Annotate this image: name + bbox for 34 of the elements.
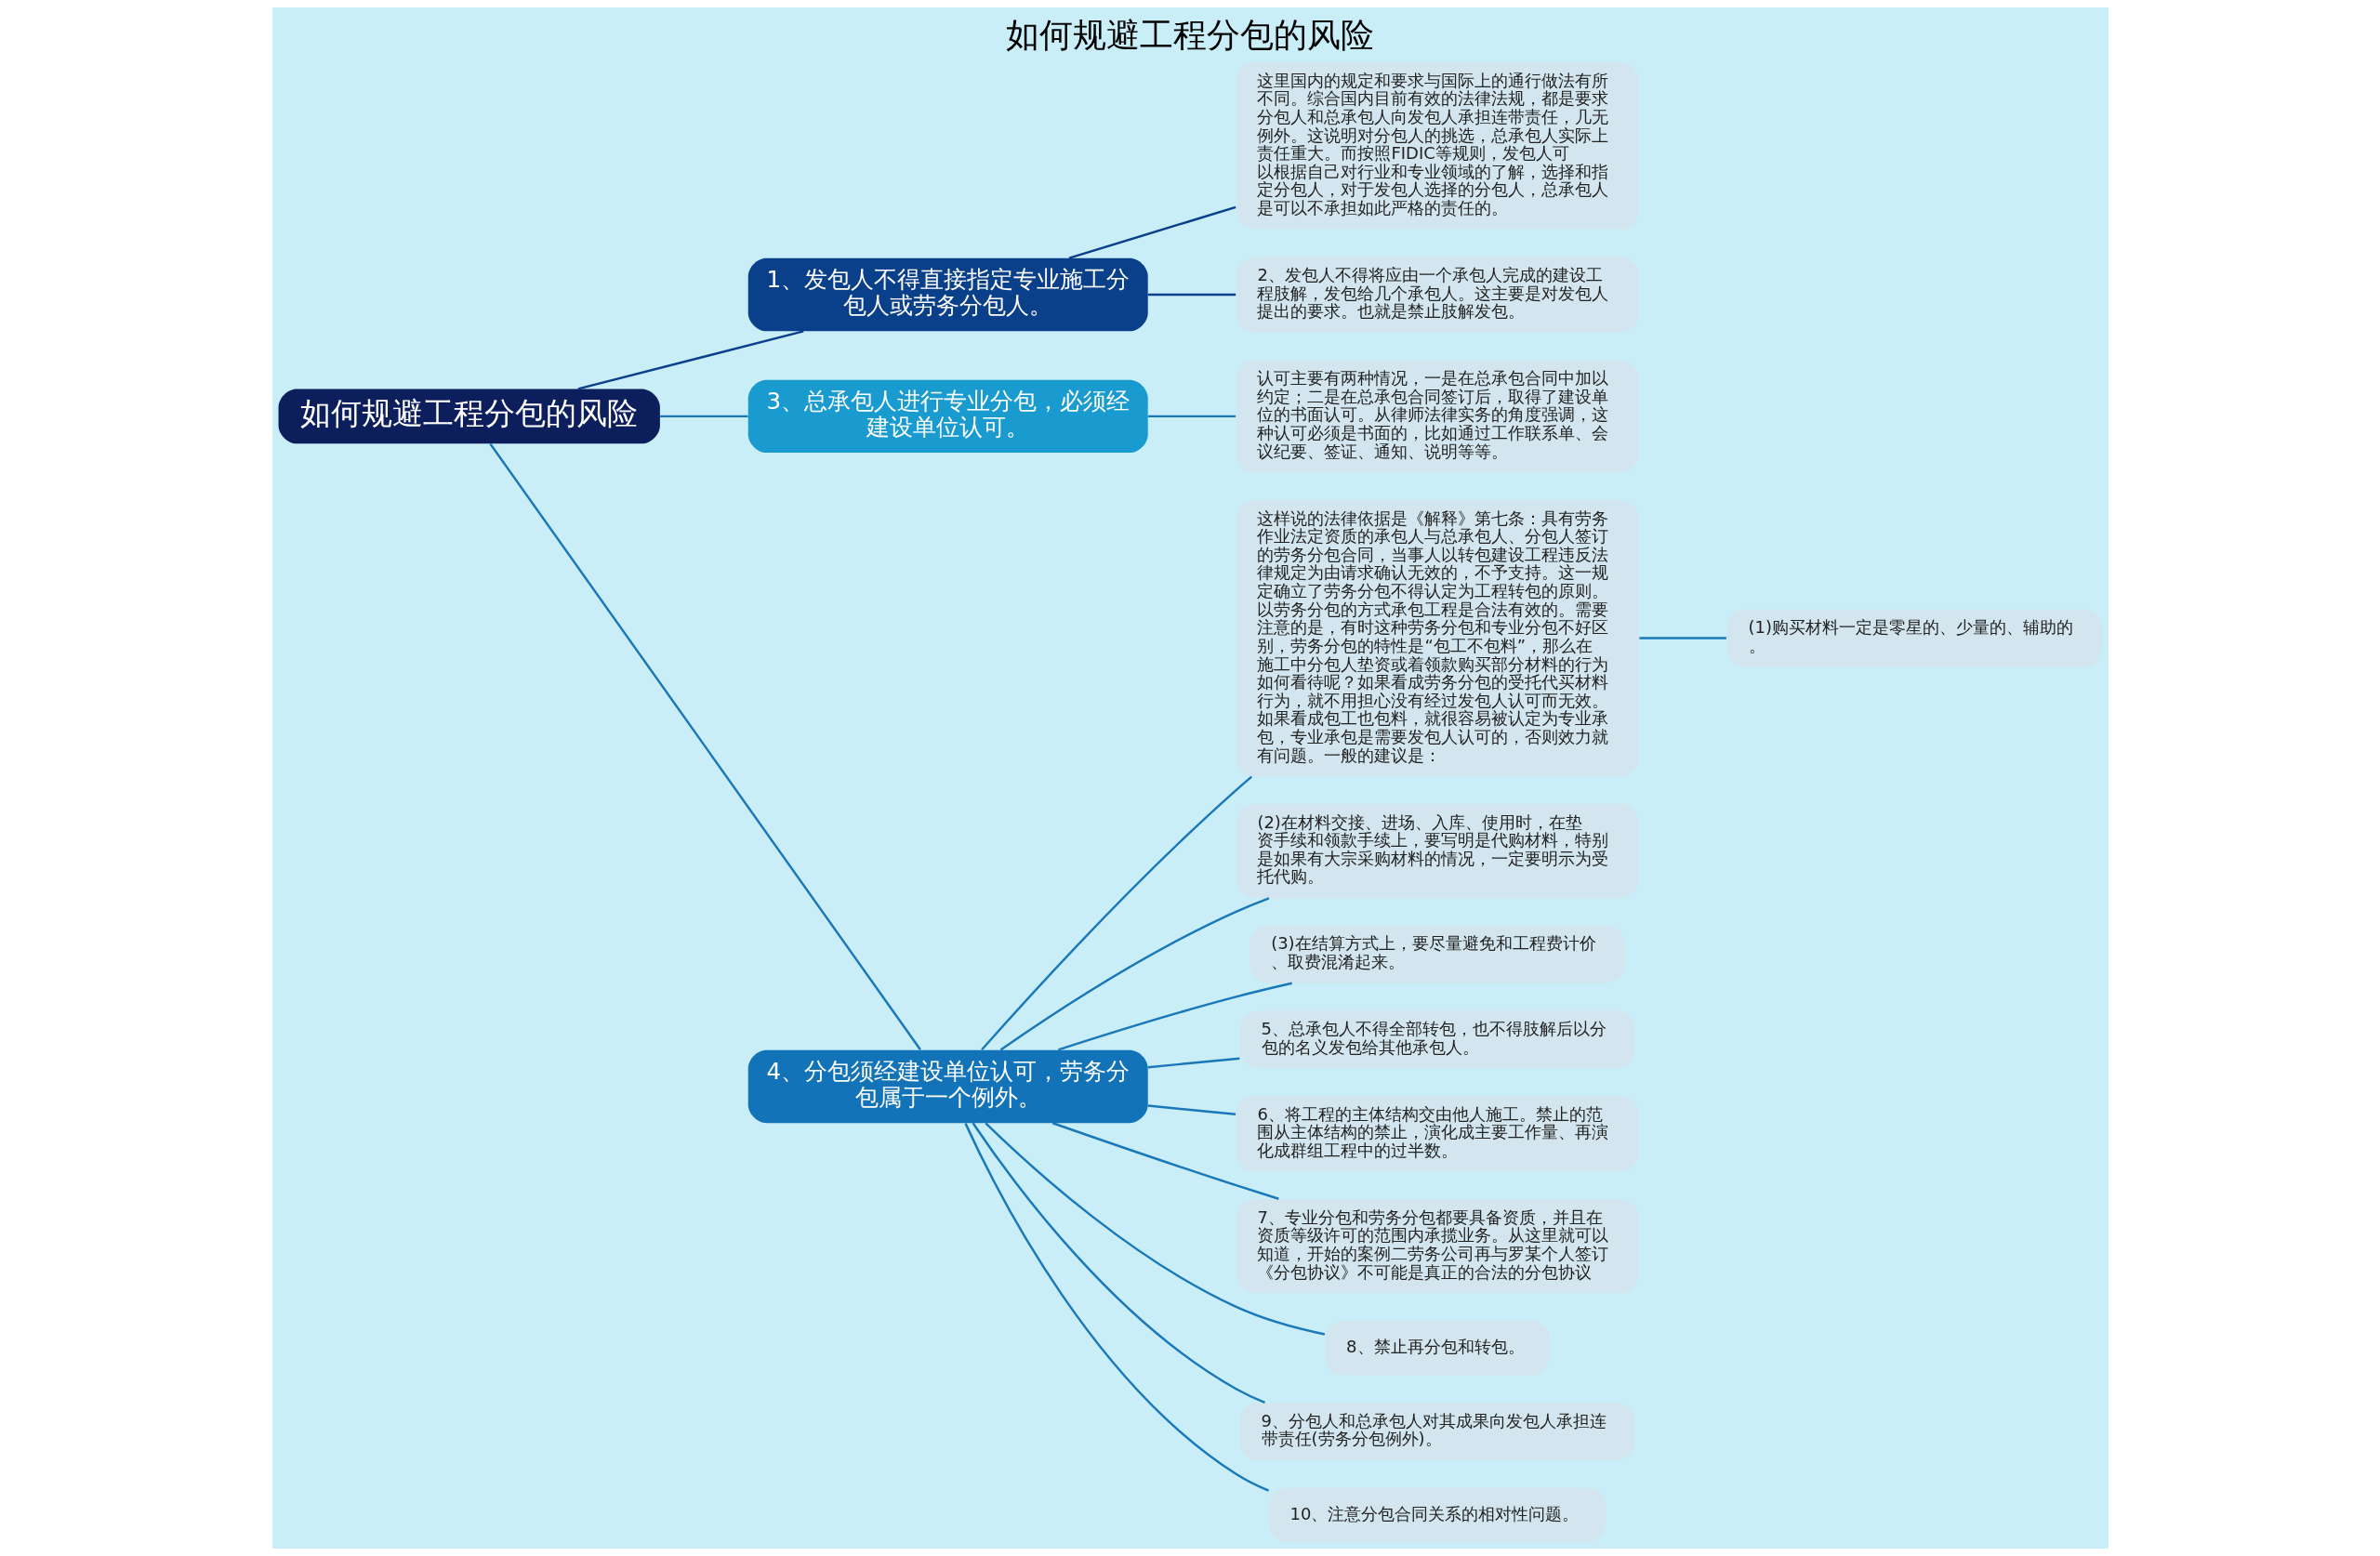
connector (577, 330, 803, 390)
node-box: 5、总承包人不得全部转包，也不得肢解后以分包的名义发包给其他承包人。 (1239, 1010, 1635, 1069)
connector (1638, 637, 1726, 640)
connector (1147, 293, 1236, 297)
connector (999, 897, 1269, 1051)
node-box: 认可主要有两种情况，一是在总承包合同中加以约定；二是在总承包合同签订后，取得了建设单位的书面认可。从律师法律实务的角度强调，这种认可必须是书面的，比如通过工作联系单、会议纪要、签证、通知、说明等等。 (1236, 360, 1639, 473)
connector (1147, 1104, 1236, 1115)
node-box: 10、注意分包合同关系的相对性问题。 (1268, 1487, 1606, 1543)
node-box: 9、分包人和总承包人对其成果向发包人承担连带责任(劳务分包例外)。 (1239, 1402, 1635, 1461)
connector (980, 775, 1252, 1051)
diagram-title: 如何规避工程分包的风险 (1006, 15, 1374, 54)
connector (1057, 982, 1292, 1051)
node-box: 6、将工程的主体结构交由他人施工。禁止的范围从主体结构的禁止，演化成主要工作量、再演化成群组工程中的过半数。 (1236, 1095, 1639, 1172)
node-box: 2、发包人不得将应由一个承包人完成的建设工程肢解，发包给几个承包人。这主要是对发包人提出的要求。也就是禁止肢解发包。 (1236, 257, 1639, 333)
node-box: 如何规避工程分包的风险 (278, 389, 660, 444)
node-box: 4、分包须经建设单位认可，劳务分包属于一个例外。 (747, 1049, 1148, 1124)
node-box: 3、总承包人进行专业分包，必须经建设单位认可。 (747, 379, 1148, 454)
node-box: 1、发包人不得直接指定专业施工分包人或劳务分包人。 (747, 257, 1148, 332)
connector (659, 415, 748, 418)
connector (963, 1123, 1269, 1492)
connector (972, 1122, 1265, 1404)
node-box: 7、专业分包和劳务分包都要具备资质，并且在资质等级许可的范围内承揽业务。从这里就可以知道，开始的案例二劳务公司再与罗某个人签订《分包协议》不可能是真正的合法的分包协议 (1236, 1198, 1639, 1294)
node-box: (2)在材料交接、进场、入库、使用时，在垫资手续和领款手续上，要写明是代购材料，特别是如果有大宗采购材料的情况，一定要明示为受托代购。 (1236, 803, 1639, 899)
connector (984, 1122, 1325, 1336)
connector (1147, 415, 1236, 418)
node-box: (1)购买材料一定是零星的、少量的、辅助的。 (1726, 609, 2102, 667)
connector (488, 442, 921, 1050)
node-box: (3)在结算方式上，要尽量避免和工程费计价、取费混淆起来。 (1249, 925, 1625, 983)
connector (1068, 205, 1236, 259)
node-box: 这样说的法律依据是《解释》第七条：具有劳务作业法定资质的承包人与总承包人、分包人签订的劳务分包合同，当事人以转包建设工程违反法律规定为由请求确认无效的，不予支持。这一规定确立了劳务分包不得认定为工程转包的原则。以劳务分包的方式承包工程是合法有效的。需要注意的是，有时这种劳务分包和专业分包不好区别，劳务分包的特性是“包工不包料”，那么在施工中分包人垫资或着领款购买部分材料的行为如何看待呢？如果看成劳务分包的受托代买材料行为，就不用担心没有经过发包人认可而无效。如果看成包工也包料，就很容易被认定为专业承包，专业承包是需要发包人认可的，否则效力就有问题。一般的建议是： (1236, 499, 1639, 777)
node-box: 8、禁止再分包和转包。 (1324, 1320, 1550, 1376)
connector (1147, 1057, 1239, 1069)
connector (1051, 1122, 1279, 1200)
node-box: 这里国内的规定和要求与国际上的通行做法有所不同。综合国内目前有效的法律法规，都是要求分包人和总承包人向发包人承担连带责任，几无例外。这说明对分包人的挑选，总承包人实际上责任重大。而按照FIDIC等规则，发包人可以根据自己对行业和专业领域的了解，选择和指定分包人，对于发包人选择的分包人，总承包人是可以不承担如此严格的责任的。 (1236, 61, 1639, 230)
